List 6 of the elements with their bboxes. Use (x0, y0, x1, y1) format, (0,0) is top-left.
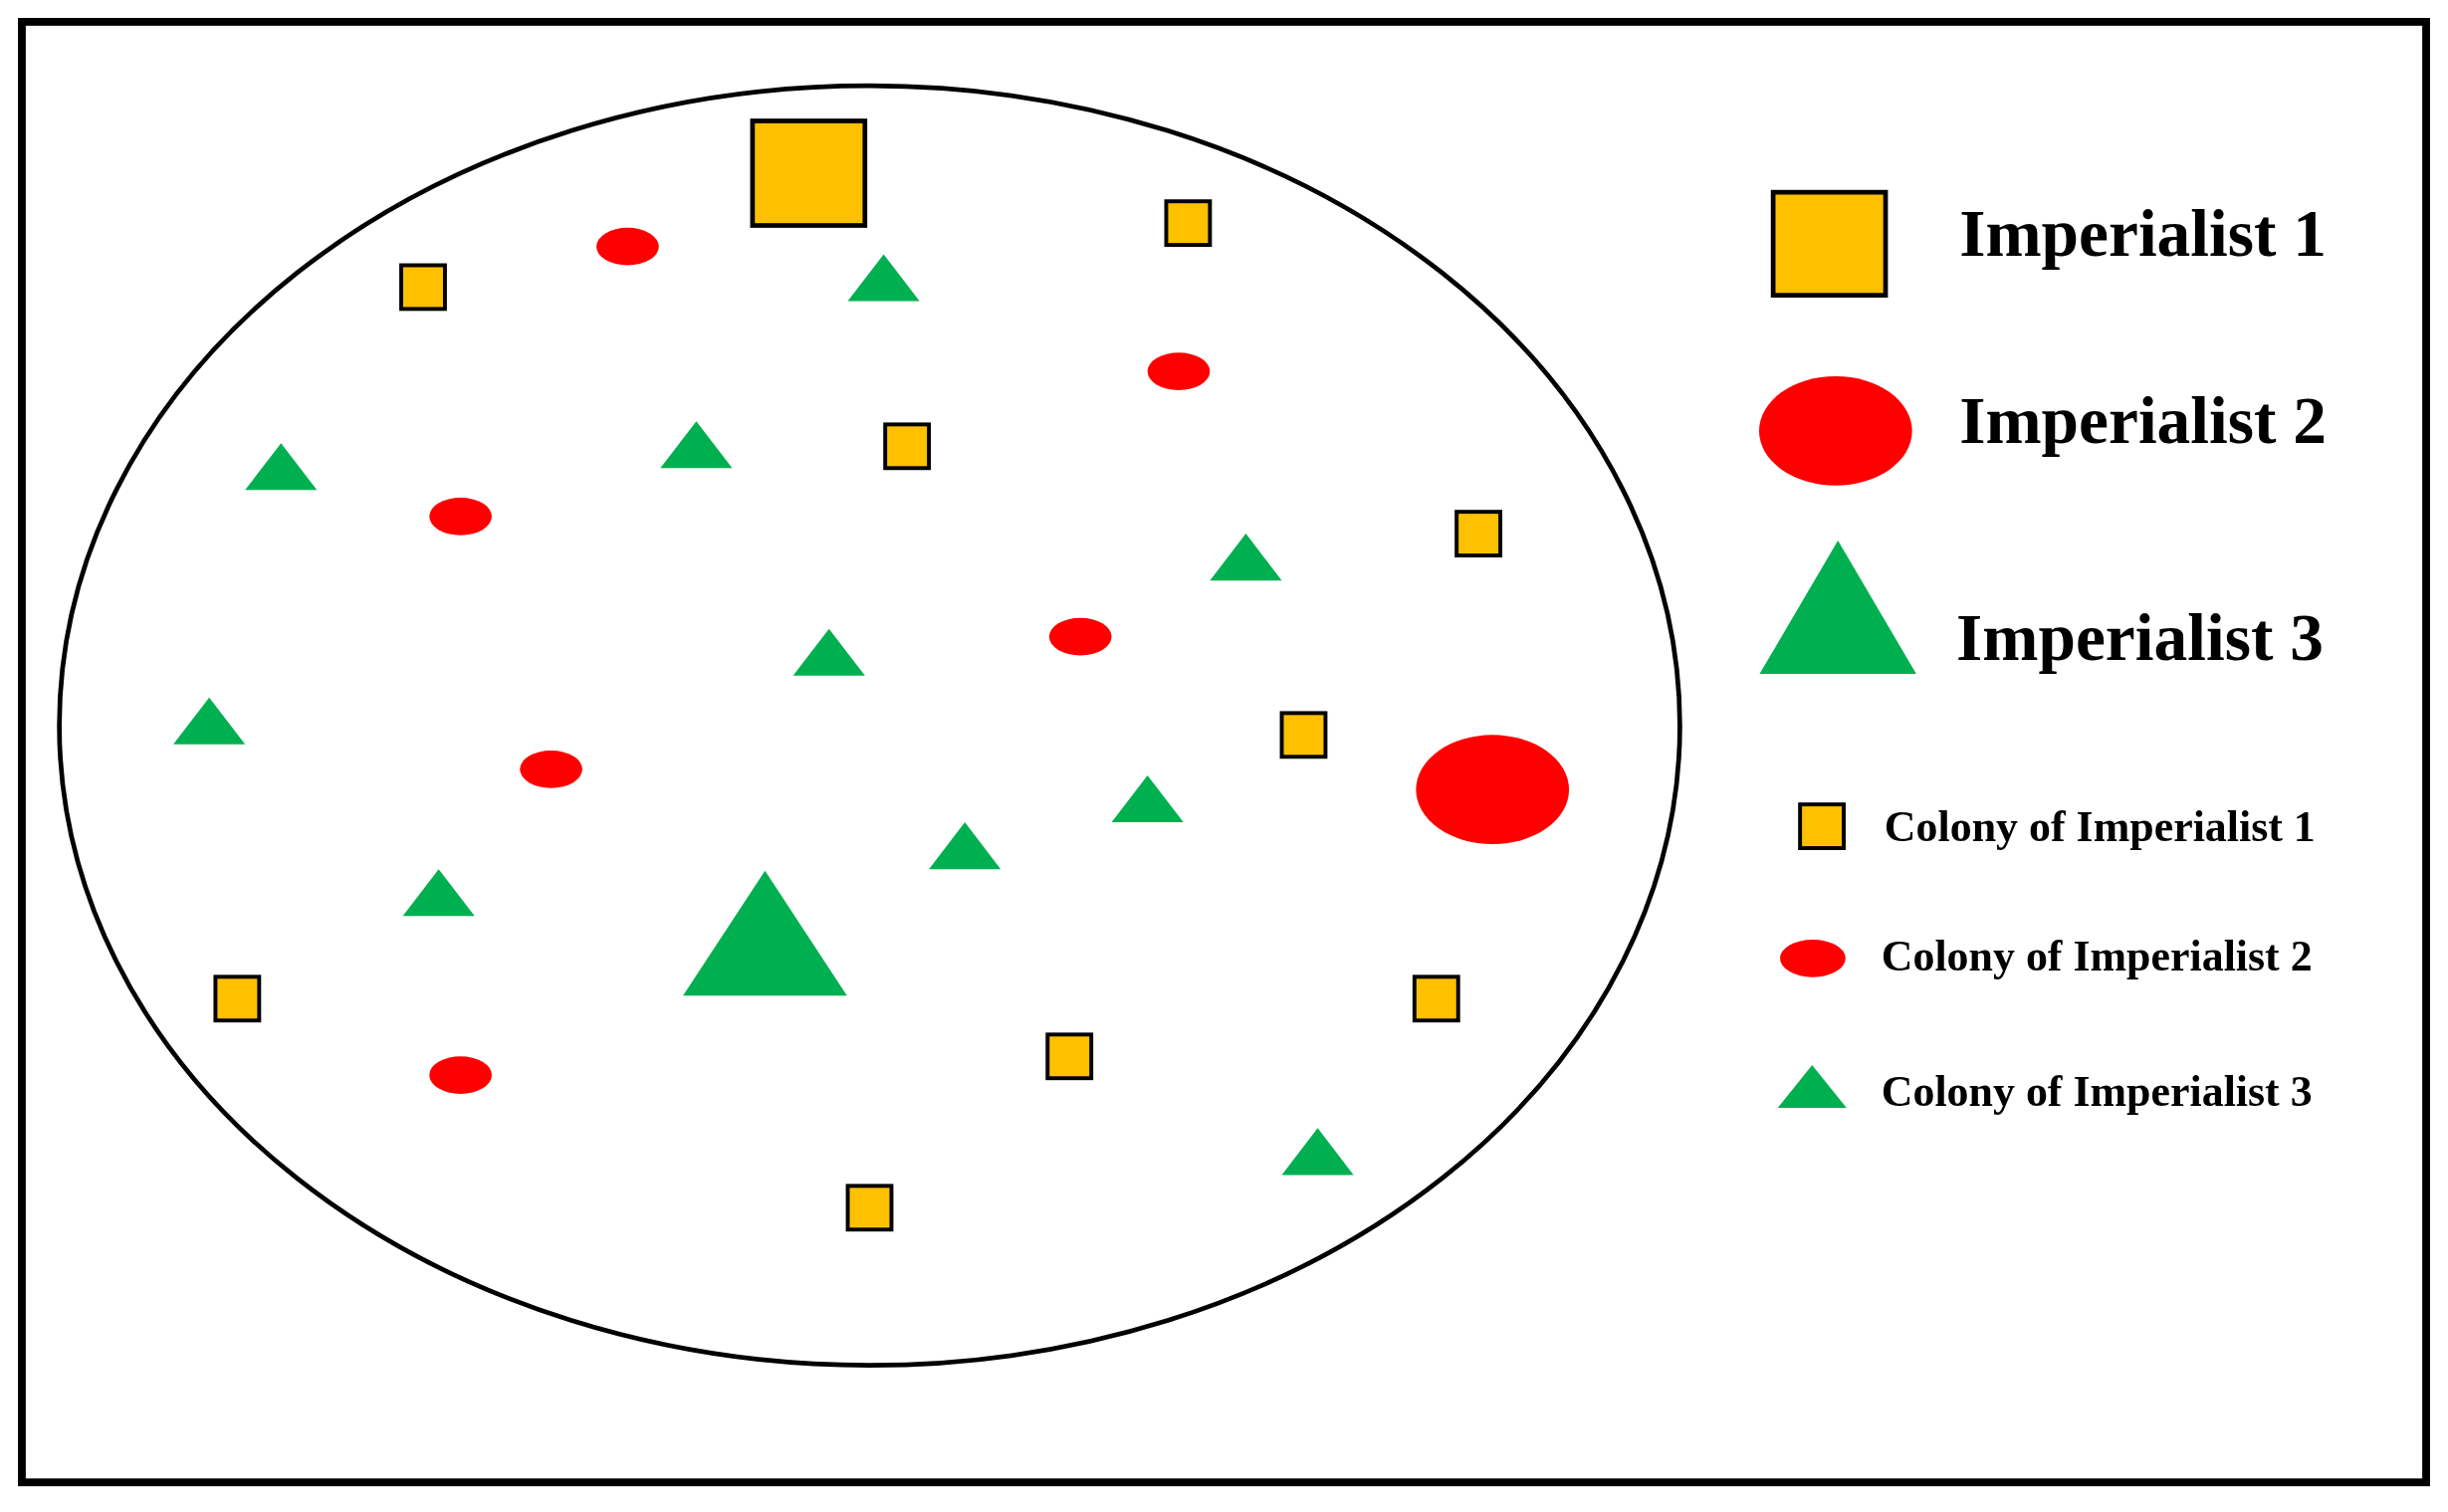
legend-label: Colony of Imperialist 1 (1884, 801, 2316, 850)
legend-label: Imperialist 2 (1959, 384, 2328, 459)
legend-label: Imperialist 1 (1959, 197, 2328, 272)
legend-label: Colony of Imperialist 3 (1881, 1067, 2313, 1116)
legend-label: Imperialist 3 (1956, 601, 2324, 676)
legend-label: Colony of Imperialist 2 (1881, 931, 2313, 979)
